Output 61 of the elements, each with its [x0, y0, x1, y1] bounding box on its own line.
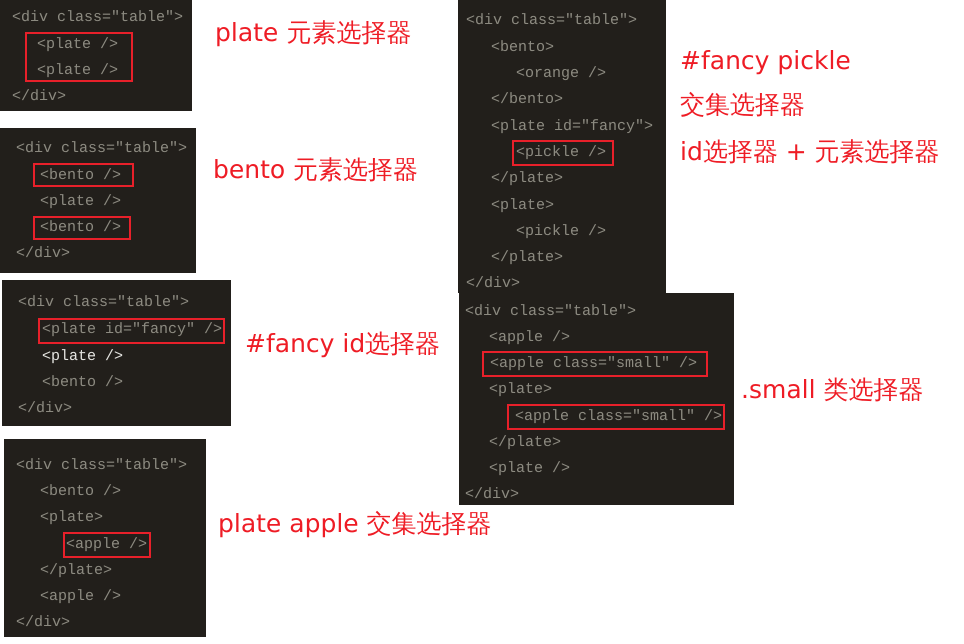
code-line: <plate />: [489, 459, 570, 479]
code-line: <plate>: [40, 508, 104, 528]
code-line: <bento />: [42, 373, 124, 393]
code-line: <plate />: [37, 35, 118, 55]
code-line: <pickle />: [516, 143, 606, 163]
code-line: <plate>: [489, 380, 552, 400]
selector-label: #fancy pickle: [680, 45, 851, 77]
selector-label: plate 元素选择器: [215, 17, 412, 49]
selector-label: plate apple 交集选择器: [218, 508, 492, 540]
highlight-box: [507, 404, 725, 430]
code-line: </div>: [18, 399, 72, 419]
code-line: <bento>: [491, 38, 554, 58]
code-panel: [0, 128, 196, 273]
code-line: <orange />: [516, 64, 606, 84]
code-line: <apple class="small" />: [515, 407, 722, 427]
code-line: <apple />: [40, 587, 122, 607]
highlight-box: [33, 216, 131, 240]
code-line: <apple />: [489, 328, 570, 348]
code-line: <div class="table">: [466, 11, 638, 31]
code-line: </div>: [465, 485, 520, 505]
code-line: <div class="table">: [12, 8, 184, 28]
code-line: <bento />: [40, 166, 122, 186]
code-line: <bento />: [40, 218, 122, 238]
code-line: <bento />: [40, 482, 122, 502]
code-panel: [4, 439, 206, 637]
highlight-box: [482, 351, 708, 377]
code-line: </div>: [466, 274, 520, 294]
code-panel: [0, 0, 192, 111]
selector-label: 交集选择器: [680, 89, 805, 121]
code-line: </bento>: [491, 90, 564, 110]
code-line: </div>: [16, 244, 70, 264]
highlight-box: [33, 163, 134, 187]
code-line: <div class="table">: [16, 456, 188, 476]
code-panel: [459, 293, 734, 505]
code-line: <div class="table">: [18, 293, 190, 313]
code-line: <apple class="small" />: [490, 354, 698, 374]
selector-label: .small 类选择器: [741, 374, 924, 406]
code-line: </plate>: [489, 433, 562, 453]
code-line: </div>: [12, 87, 66, 107]
code-line: </plate>: [491, 248, 564, 268]
selector-label: id选择器 + 元素选择器: [680, 136, 940, 168]
code-line: <plate id="fancy">: [491, 117, 654, 137]
highlight-box: [38, 318, 225, 344]
code-line: <plate />: [37, 61, 118, 81]
code-line: <plate />: [42, 347, 124, 367]
code-line: </div>: [16, 613, 70, 633]
code-line: <div class="table">: [16, 139, 188, 159]
code-line: </plate>: [491, 169, 564, 189]
selector-label: bento 元素选择器: [213, 154, 418, 186]
selector-label: #fancy id选择器: [245, 328, 440, 360]
highlight-box: [512, 140, 614, 166]
code-line: <pickle />: [516, 222, 606, 242]
code-line: <apple />: [66, 535, 148, 555]
code-panel: [2, 280, 231, 426]
code-line: <plate id="fancy" />: [42, 320, 222, 340]
code-line: <plate>: [491, 196, 554, 216]
highlight-box: [25, 32, 133, 82]
code-line: <div class="table">: [465, 302, 636, 322]
code-panel: [458, 0, 666, 293]
code-line: <plate />: [40, 192, 122, 212]
code-line: </plate>: [40, 561, 112, 581]
